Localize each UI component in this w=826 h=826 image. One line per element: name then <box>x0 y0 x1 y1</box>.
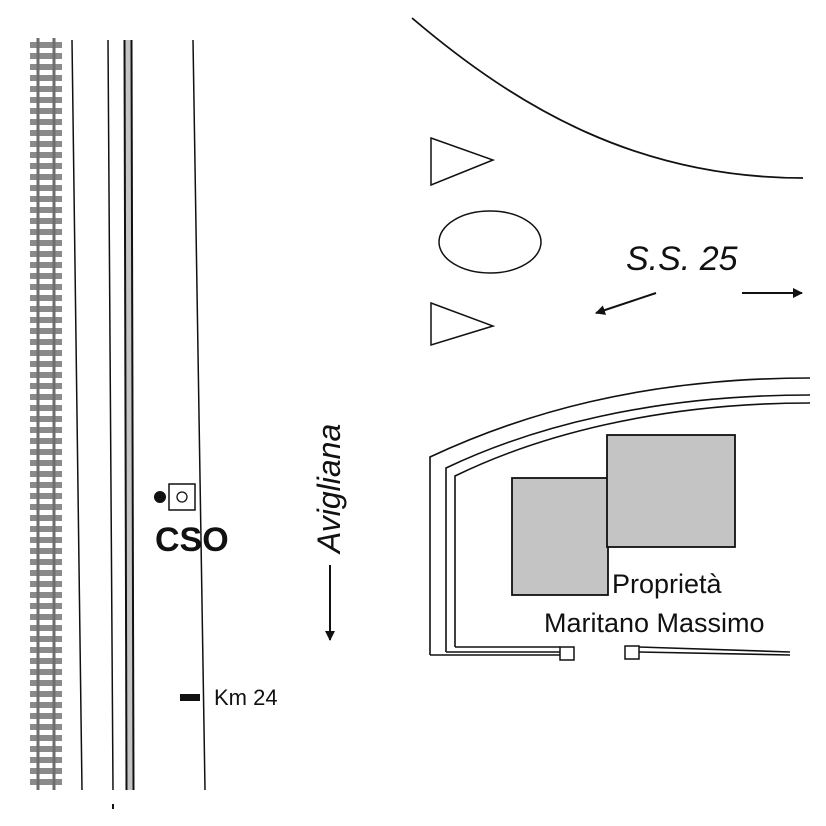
property-boundary <box>429 377 811 656</box>
station-circle-icon <box>176 491 188 503</box>
traffic-island-top <box>430 136 496 187</box>
road-arrow-left-icon <box>595 292 657 315</box>
station-box-icon <box>168 483 196 511</box>
road-curve-top <box>411 17 804 179</box>
road-label: S.S. 25 <box>626 240 738 278</box>
main-road <box>71 39 206 791</box>
building-right <box>606 434 736 548</box>
signal-icon <box>154 491 166 503</box>
gate-post-right <box>624 645 640 660</box>
building-left <box>511 477 609 596</box>
railway-track <box>30 38 62 790</box>
km-marker-tick <box>180 694 200 701</box>
gate-post-left <box>559 646 575 661</box>
property-label-line2: Maritano Massimo <box>544 608 765 638</box>
km-marker-label: Km 24 <box>214 685 278 710</box>
roundabout-ellipse <box>438 210 542 274</box>
direction-label: Avigliana <box>311 424 347 555</box>
railway-ties <box>30 40 62 788</box>
traffic-island-bottom <box>430 301 496 347</box>
map-tick <box>112 804 114 809</box>
property-label-line1: Proprietà <box>612 569 723 599</box>
station-label: CSO <box>155 521 229 559</box>
